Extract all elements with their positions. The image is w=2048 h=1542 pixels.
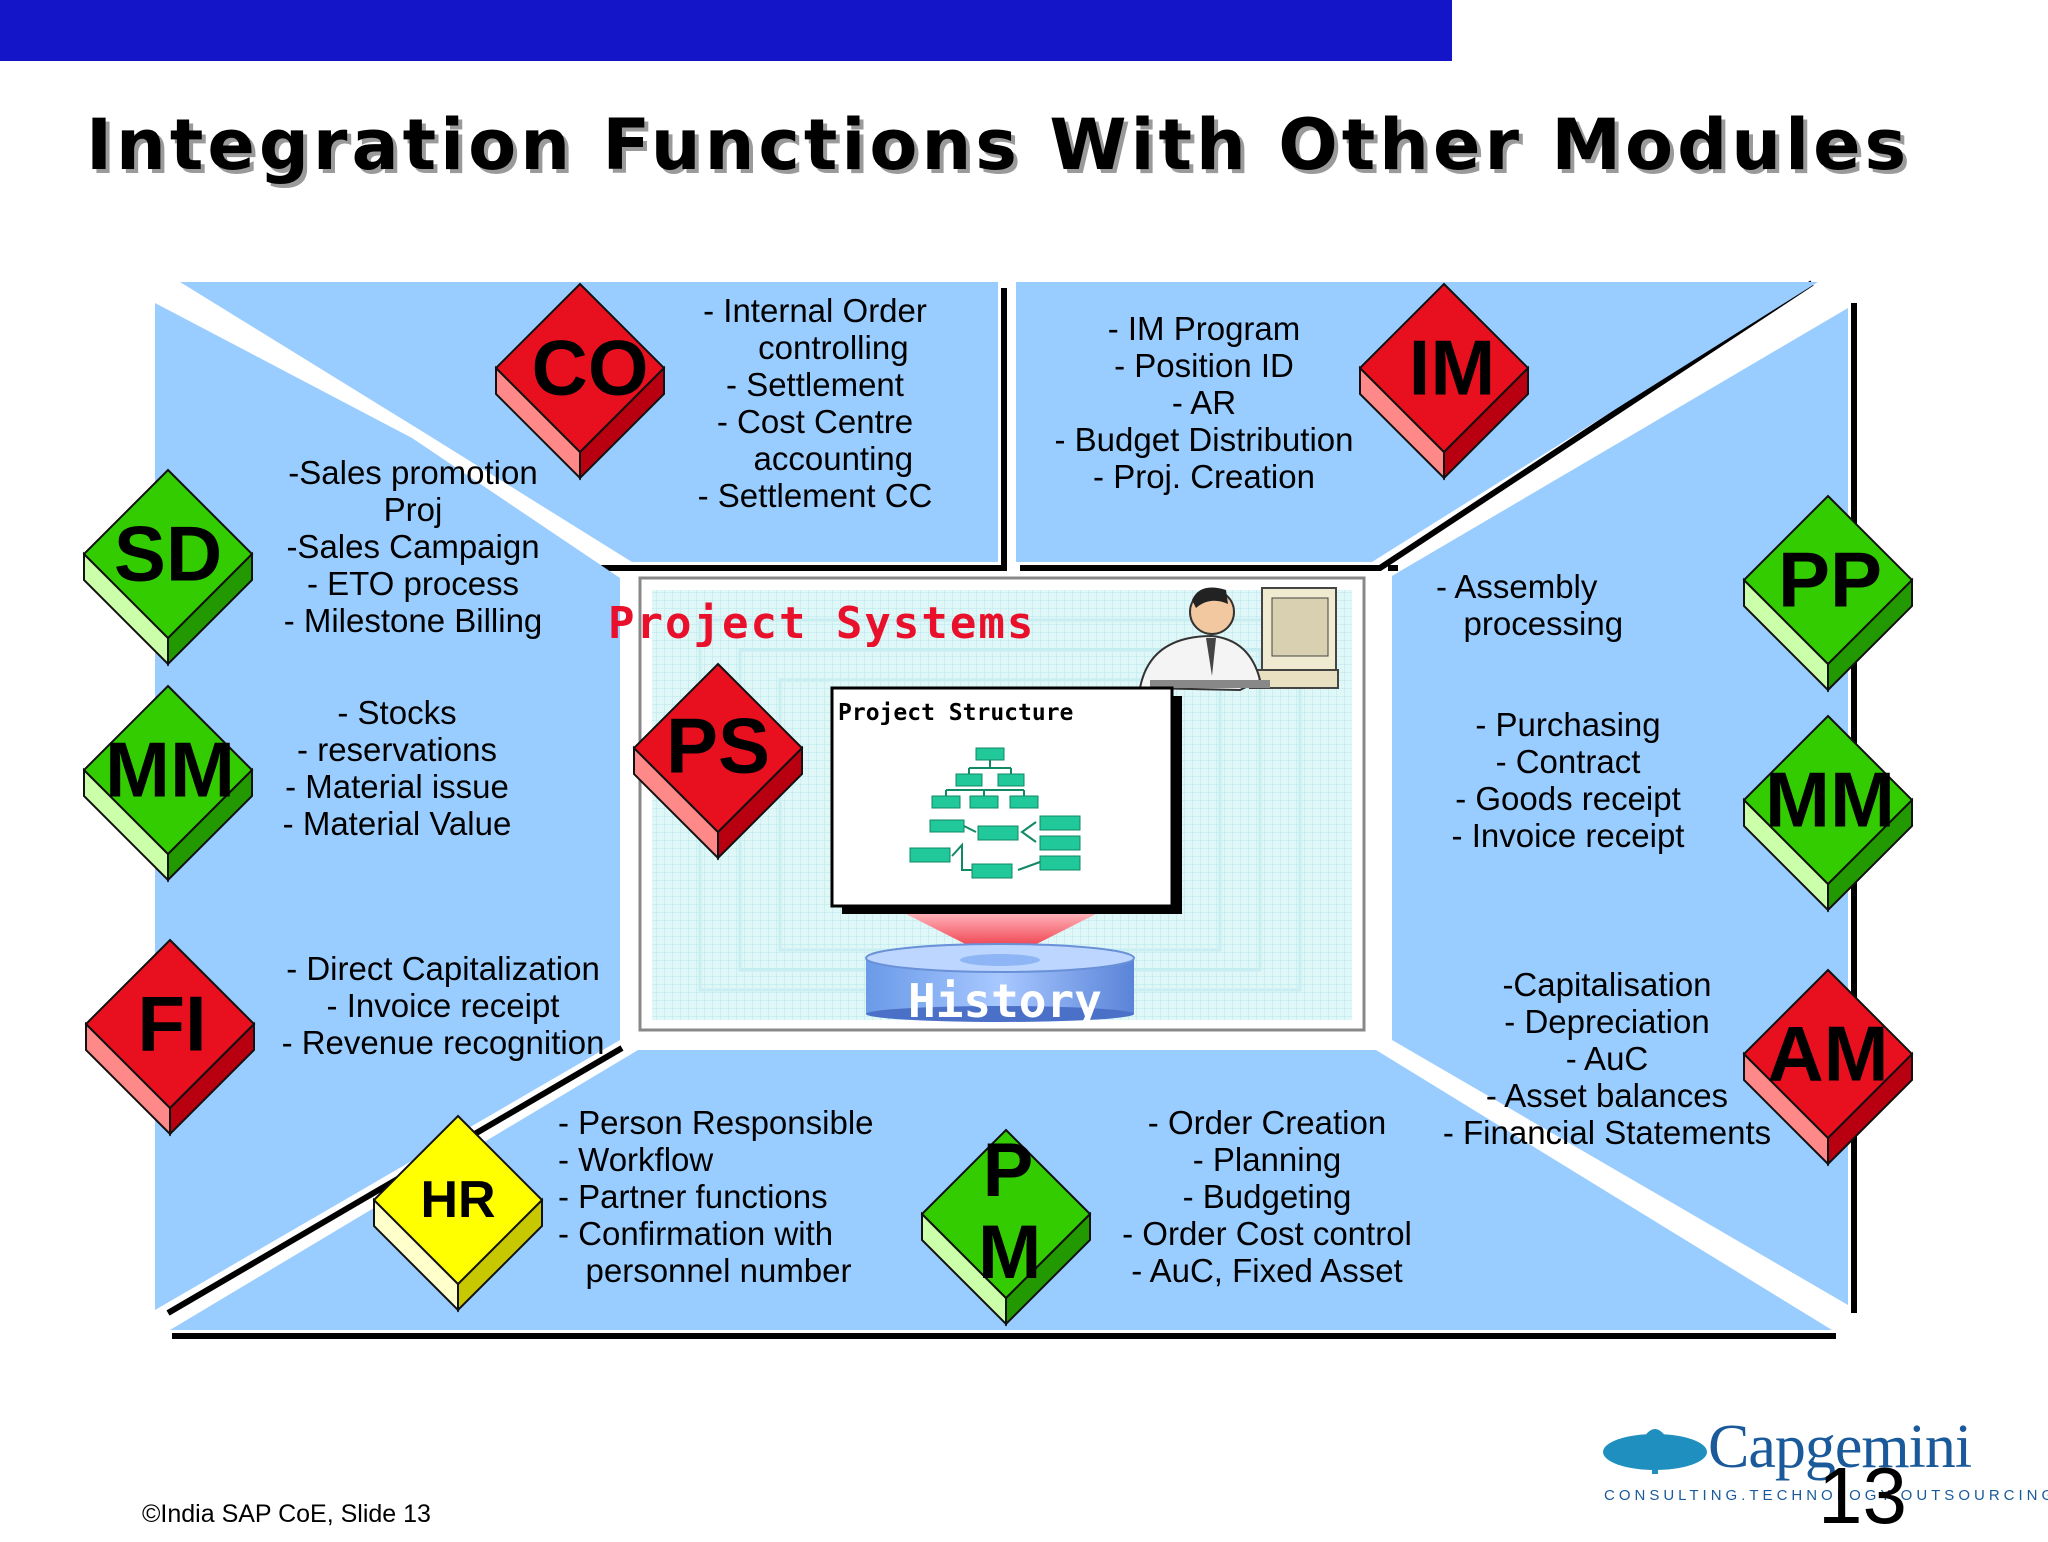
am-badge-top-face — [1742, 968, 1914, 1140]
im-badge-label: IM — [1408, 323, 1496, 412]
im-functions-text: - IM Program - Position ID - AR - Budget… — [1054, 310, 1354, 495]
pp-badge-label: PP — [1777, 535, 1883, 624]
sd-badge-top-face — [82, 468, 254, 640]
pm-badge-label: P M — [978, 1128, 1042, 1295]
sd-module-badge — [82, 468, 254, 667]
top-banner-bar — [0, 0, 1452, 61]
im-module-badge — [1358, 282, 1530, 481]
sd-functions-text: -Sales promotion Proj -Sales Campaign - … — [283, 454, 543, 639]
mm-left-module-badge — [82, 684, 254, 883]
mm-left-functions-text: - Stocks - reservations - Material issue… — [282, 694, 512, 842]
project-structure-label: Project Structure — [838, 700, 1074, 726]
pp-module-badge — [1742, 494, 1914, 693]
ps-badge-label: PS — [665, 701, 771, 790]
history-label: History — [908, 974, 1102, 1028]
co-badge-top-face — [494, 282, 666, 454]
co-module-badge — [494, 282, 666, 481]
fi-module-badge — [84, 938, 256, 1137]
mm-right-module-badge — [1742, 714, 1914, 913]
fi-badge-top-face — [84, 938, 256, 1110]
down-arrow — [906, 914, 1096, 962]
co-badge-label: CO — [531, 323, 649, 412]
left-panel — [155, 303, 620, 1310]
hr-badge-label: HR — [420, 1171, 496, 1229]
history-cylinder — [865, 943, 1135, 1022]
hr-badge-top-face — [372, 1114, 544, 1286]
hr-module-badge — [372, 1114, 544, 1313]
hr-functions-text: - Person Responsible - Workflow - Partne… — [558, 1104, 874, 1289]
mm-right-functions-text: - Purchasing - Contract - Goods receipt … — [1451, 706, 1685, 854]
project-systems-title: Project Systems — [608, 598, 1036, 649]
capgemini-spade-logo-icon — [1603, 1429, 1707, 1474]
person-at-computer-icon — [1138, 587, 1339, 692]
footer-copyright: ©India SAP CoE, Slide 13 — [142, 1500, 431, 1528]
mm-left-badge-label: MM — [105, 725, 235, 814]
pm-functions-text: - Order Creation - Planning - Budgeting … — [1122, 1104, 1412, 1289]
am-functions-text: -Capitalisation - Depreciation - AuC - A… — [1442, 966, 1772, 1151]
capgemini-logo-tagline: CONSULTING.TECHNOLOGY.OUTSOURCING — [1604, 1487, 2048, 1504]
right-panel — [1392, 308, 1848, 1305]
mm-right-badge-label: MM — [1765, 755, 1895, 844]
mm-left-badge-top-face — [82, 684, 254, 856]
mm-right-badge-top-face — [1742, 714, 1914, 886]
structure-tree-icon — [909, 747, 1081, 879]
am-module-badge — [1742, 968, 1914, 1167]
ps-badge-top-face — [632, 662, 804, 834]
fi-functions-text: - Direct Capitalization - Invoice receip… — [281, 950, 605, 1061]
slide-title: Integration Functions With Other Modules — [86, 104, 1911, 186]
pp-functions-text: - Assembly processing — [1436, 568, 1624, 642]
pm-badge-top-face — [920, 1128, 1092, 1300]
ps-module-badge — [632, 662, 804, 861]
fi-badge-label: FI — [137, 979, 207, 1068]
pm-module-badge — [920, 1128, 1092, 1327]
im-badge-top-face — [1358, 282, 1530, 454]
sd-badge-label: SD — [113, 509, 223, 598]
capgemini-logo-text: Capgemini — [1708, 1413, 1972, 1481]
pp-badge-top-face — [1742, 494, 1914, 666]
slide-number: 13 — [1818, 1451, 1907, 1540]
structure-tree-lines — [945, 760, 1041, 871]
co-functions-text: - Internal Order controlling - Settlemen… — [697, 292, 933, 514]
am-badge-label: AM — [1767, 1009, 1889, 1098]
